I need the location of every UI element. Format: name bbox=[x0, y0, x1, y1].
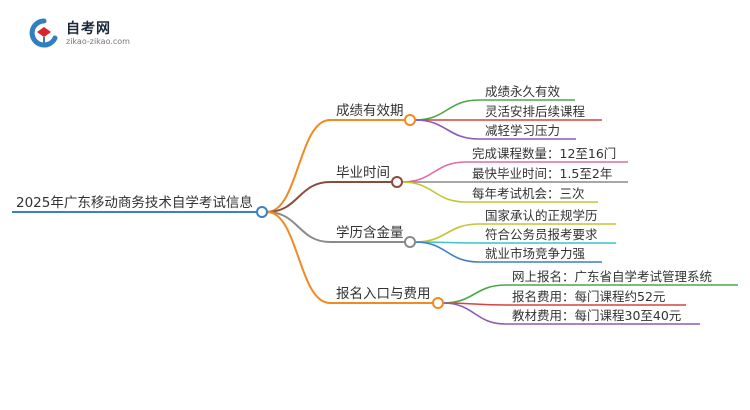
leaf-connector bbox=[414, 241, 480, 263]
leaf-label[interactable]: 符合公务员报考要求 bbox=[485, 227, 598, 242]
leaf-label[interactable]: 减轻学习压力 bbox=[485, 123, 560, 138]
leaf-connector bbox=[414, 99, 480, 121]
root-node-circle[interactable] bbox=[256, 206, 268, 218]
leaf-label[interactable]: 网上报名：广东省自学考试管理系统 bbox=[512, 269, 712, 284]
logo-title: 自考网 bbox=[66, 21, 111, 37]
leaf-connector bbox=[414, 223, 480, 243]
logo-url: zikao-zikao.com bbox=[66, 37, 130, 46]
leaf-label[interactable]: 教材费用：每门课程30至40元 bbox=[512, 308, 681, 323]
leaf-label[interactable]: 完成课程数量：12至16门 bbox=[472, 146, 616, 161]
root-label[interactable]: 2025年广东移动商务技术自学考试信息 bbox=[16, 194, 253, 211]
leaf-connector bbox=[401, 161, 467, 183]
leaf-connector bbox=[414, 119, 480, 140]
site-logo[interactable]: 自考网 zikao-zikao.com bbox=[28, 14, 138, 50]
branch-node-circle[interactable] bbox=[404, 114, 416, 126]
leaf-label[interactable]: 成绩永久有效 bbox=[485, 84, 561, 99]
branch-node-circle[interactable] bbox=[391, 176, 403, 188]
leaf-connector bbox=[401, 181, 467, 203]
leaf-connector bbox=[442, 302, 507, 325]
branch-node-circle[interactable] bbox=[404, 236, 416, 248]
leaf-label[interactable]: 国家承认的正规学历 bbox=[485, 208, 598, 223]
branch-connector bbox=[266, 181, 331, 213]
leaf-connector bbox=[442, 284, 507, 304]
branch-label[interactable]: 学历含金量 bbox=[336, 225, 404, 241]
branch-label[interactable]: 成绩有效期 bbox=[336, 103, 404, 119]
branch-node-circle[interactable] bbox=[432, 297, 444, 309]
leaf-label[interactable]: 每年考试机会：三次 bbox=[472, 186, 585, 201]
branch-connector bbox=[266, 211, 331, 304]
branch-label[interactable]: 毕业时间 bbox=[336, 165, 390, 181]
branch-label[interactable]: 报名入口与费用 bbox=[336, 286, 431, 302]
leaf-label[interactable]: 报名费用：每门课程约52元 bbox=[512, 289, 665, 304]
branch-connector bbox=[266, 211, 331, 243]
leaf-label[interactable]: 灵活安排后续课程 bbox=[485, 104, 586, 119]
logo-mark-icon bbox=[29, 18, 58, 48]
leaf-label[interactable]: 最快毕业时间：1.5至2年 bbox=[472, 166, 612, 181]
leaf-label[interactable]: 就业市场竞争力强 bbox=[485, 246, 586, 261]
branch-connector bbox=[266, 119, 331, 213]
